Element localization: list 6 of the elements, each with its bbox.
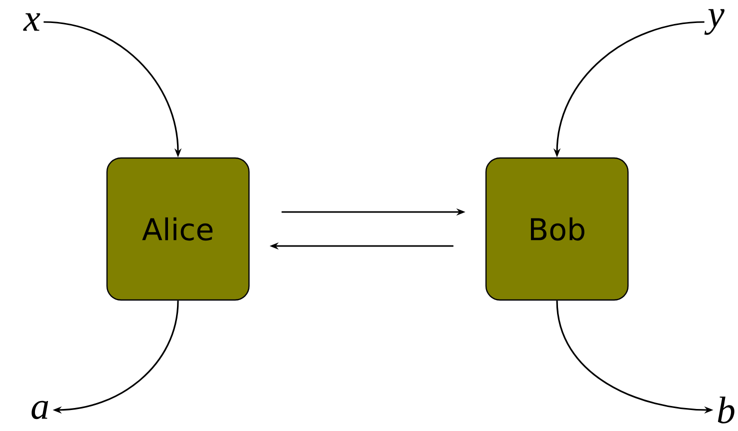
process-box: Alice <box>106 157 250 301</box>
variable-label: b <box>718 396 734 424</box>
process-box: Bob <box>485 157 629 301</box>
variable-label: x <box>23 13 40 31</box>
variable-label: y <box>704 9 724 35</box>
variable-label: a <box>32 400 48 420</box>
